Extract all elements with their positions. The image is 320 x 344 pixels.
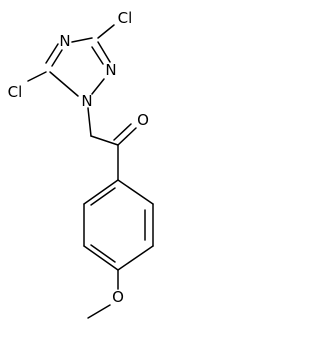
atom-cl3: Cl: [118, 9, 133, 27]
bond-o-methyl: [87, 304, 111, 319]
atom-o-carbonyl: O: [137, 111, 149, 129]
bond-carbonyl-o: [117, 127, 137, 146]
atom-n1: N: [81, 92, 92, 110]
atom-labels: N Cl N Cl N O O: [8, 9, 149, 306]
bond-ring-inner-3: [90, 187, 116, 206]
bond-n4-c3: [71, 37, 93, 43]
bond-n2-n1: [91, 78, 105, 95]
benzene-ring: [83, 179, 154, 271]
bond-c5-n4: [45, 43, 59, 64]
bond-n1-c5: [49, 71, 79, 97]
bond-ring-3: [117, 245, 154, 271]
bond-c3-n2-double: [91, 46, 104, 65]
bond-ring-1: [117, 179, 154, 205]
atom-o-methoxy: O: [112, 288, 124, 306]
bond-n1-ch2: [87, 107, 92, 137]
bond-c5-cl: [27, 71, 47, 82]
atom-n4: N: [59, 32, 70, 50]
bond-carbonyl-o-double: [113, 123, 132, 141]
triazole-ring: [45, 37, 111, 97]
bond-c3-n2: [97, 41, 111, 63]
chemical-structure: N Cl N Cl N O O: [8, 9, 154, 319]
atom-n2: N: [105, 61, 116, 79]
atom-cl5: Cl: [8, 83, 23, 101]
bond-ch2-carbonyl: [90, 135, 119, 146]
bond-ring-6: [83, 179, 119, 205]
bond-ring-inner-2: [90, 244, 116, 263]
bond-ring-4: [83, 245, 119, 271]
bond-c3-cl: [97, 24, 115, 39]
bond-c5-n4-double: [51, 49, 63, 67]
